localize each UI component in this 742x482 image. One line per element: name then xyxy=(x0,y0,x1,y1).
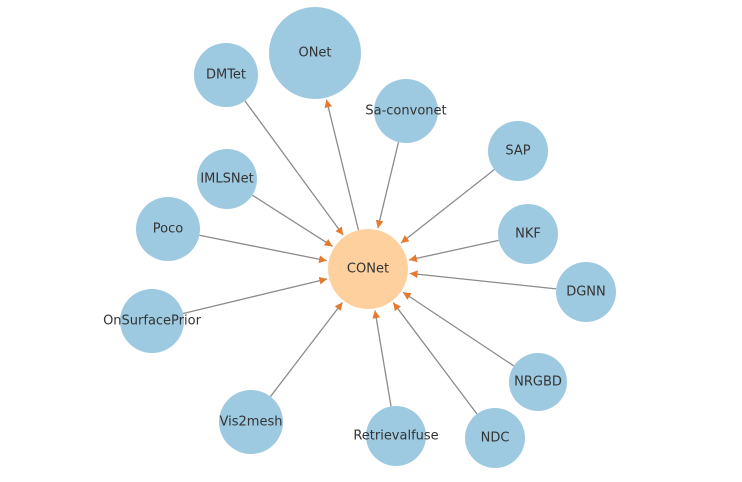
edge-imlsnet-to-conet xyxy=(251,194,333,247)
edge-sap-to-conet xyxy=(400,169,495,244)
edge-onsurfaceprior-to-conet xyxy=(182,276,328,315)
node-sap: SAP xyxy=(488,121,548,181)
edge-conet-to-onet xyxy=(324,99,360,231)
node-onsurfaceprior: OnSurfacePrior xyxy=(103,289,202,353)
node-poco-circle xyxy=(136,197,200,261)
node-poco: Poco xyxy=(136,197,200,261)
edge-vis2mesh-to-conet xyxy=(269,301,344,397)
edge-sa-convonet-to-conet xyxy=(375,141,400,229)
node-ndc: NDC xyxy=(465,408,525,468)
node-dgnn-circle xyxy=(556,262,616,322)
edge-poco-to-conet xyxy=(199,234,327,264)
node-retrievalfuse-circle xyxy=(366,406,426,466)
edge-dgnn-to-conet xyxy=(409,270,557,290)
node-dmtet-label: DMTet xyxy=(206,68,246,83)
node-retrievalfuse: Retrievalfuse xyxy=(353,406,439,466)
node-sap-circle xyxy=(488,121,548,181)
node-vis2mesh-circle xyxy=(219,390,283,454)
node-ndc-circle xyxy=(465,408,525,468)
node-imlsnet-label: IMLSNet xyxy=(200,172,253,187)
node-vis2mesh: Vis2mesh xyxy=(219,390,283,454)
node-nrgbd-circle xyxy=(509,353,567,411)
node-dgnn: DGNN xyxy=(556,262,616,322)
node-sap-label: SAP xyxy=(505,144,530,159)
edge-dmtet-to-conet xyxy=(244,100,344,236)
node-retrievalfuse-label: Retrievalfuse xyxy=(353,429,438,444)
node-nkf-label: NKF xyxy=(515,227,541,242)
node-conet-circle xyxy=(328,229,408,309)
node-sa-convonet: Sa-convonet xyxy=(365,79,447,143)
node-dmtet-circle xyxy=(194,43,258,107)
node-nkf-circle xyxy=(498,204,558,264)
node-poco-label: Poco xyxy=(153,222,183,237)
node-onet-label: ONet xyxy=(298,46,331,61)
node-vis2mesh-label: Vis2mesh xyxy=(220,415,283,430)
node-conet: CONet xyxy=(328,229,408,309)
edge-ndc-to-conet xyxy=(392,302,478,415)
edge-nkf-to-conet xyxy=(408,239,499,263)
node-sa-convonet-label: Sa-convonet xyxy=(365,104,446,119)
node-nkf: NKF xyxy=(498,204,558,264)
node-nrgbd: NRGBD xyxy=(509,353,567,411)
node-onet-circle xyxy=(269,7,361,99)
node-onsurfaceprior-label: OnSurfacePrior xyxy=(103,314,202,329)
edge-retrievalfuse-to-conet xyxy=(372,310,392,407)
node-ndc-label: NDC xyxy=(481,431,510,446)
node-conet-label: CONet xyxy=(347,262,389,277)
node-nrgbd-label: NRGBD xyxy=(514,375,562,390)
edges-layer xyxy=(182,99,557,415)
node-dgnn-label: DGNN xyxy=(566,285,606,300)
edge-nrgbd-to-conet xyxy=(402,291,515,367)
node-dmtet: DMTet xyxy=(194,43,258,107)
node-imlsnet: IMLSNet xyxy=(197,149,257,209)
node-onet: ONet xyxy=(269,7,361,99)
node-sa-convonet-circle xyxy=(374,79,438,143)
node-imlsnet-circle xyxy=(197,149,257,209)
node-onsurfaceprior-circle xyxy=(120,289,184,353)
